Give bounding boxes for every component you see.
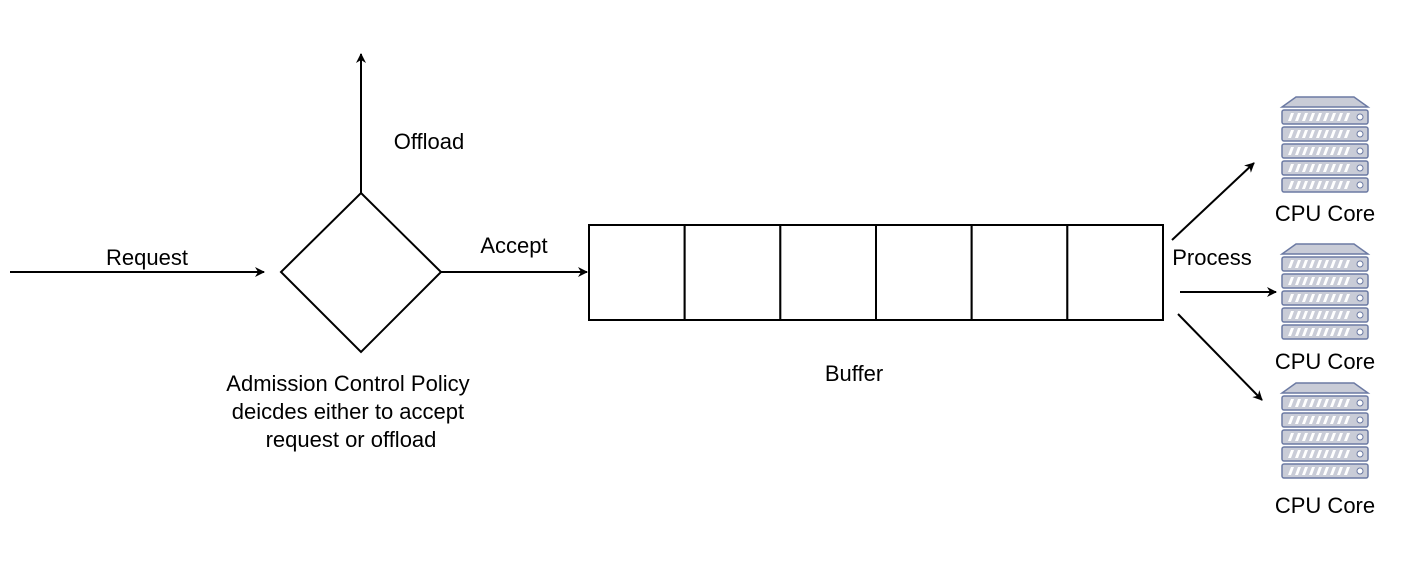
buffer-slot: [970, 224, 1069, 321]
server-rack-icon: [1279, 243, 1371, 340]
process-arrow-bottom: [1177, 313, 1263, 401]
buffer-slot: [779, 224, 877, 321]
buffer-slot: [588, 224, 686, 321]
cpu-core: CPU Core: [1275, 243, 1375, 374]
cpu-core-label: CPU Core: [1275, 493, 1375, 518]
server-rack-icon: [1279, 96, 1371, 193]
buffer-slot: [683, 224, 782, 321]
policy-description: Admission Control Policy deicdes either …: [226, 371, 475, 452]
buffer-slot: [1066, 224, 1165, 321]
policy-line-2: deicdes either to accept: [232, 399, 464, 424]
process-arrow-top: [1171, 162, 1255, 241]
admission-decision-diamond: [279, 191, 443, 354]
accept-label: Accept: [480, 233, 547, 258]
cpu-core: CPU Core: [1275, 96, 1375, 226]
buffer-label: Buffer: [825, 361, 883, 386]
policy-line-3: request or offload: [266, 427, 437, 452]
cpu-core: CPU Core: [1275, 382, 1375, 518]
offload-label: Offload: [394, 129, 465, 154]
buffer-slot: [875, 224, 973, 321]
cpu-core-label: CPU Core: [1275, 201, 1375, 226]
policy-line-1: Admission Control Policy: [226, 371, 469, 396]
cpu-core-label: CPU Core: [1275, 349, 1375, 374]
buffer-queue: [588, 224, 1165, 321]
server-rack-icon: [1279, 382, 1371, 479]
request-label: Request: [106, 245, 188, 270]
process-label: Process: [1172, 245, 1251, 270]
